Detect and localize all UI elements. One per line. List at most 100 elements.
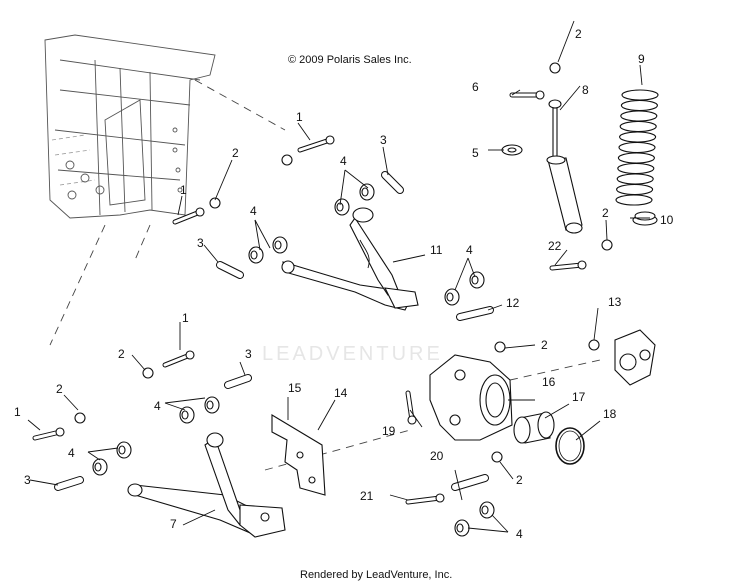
callout-4: 4 [516, 527, 523, 541]
callout-3: 3 [24, 473, 31, 487]
leader-line [639, 64, 643, 86]
snap-ring [555, 427, 585, 465]
leader-line [182, 509, 216, 526]
bolt-head [577, 260, 587, 270]
leader-line [575, 420, 601, 441]
sleeve-body [382, 172, 403, 193]
leader-line [409, 409, 423, 428]
vehicle-frame [44, 34, 216, 219]
washer-hole [507, 147, 517, 153]
nut [491, 451, 503, 463]
bushing-bore [471, 275, 479, 285]
bushing-bore [481, 505, 489, 515]
leader-line [254, 219, 261, 251]
bushing-bore [361, 187, 369, 197]
leader-line [504, 344, 536, 349]
bushing-bore [181, 410, 189, 420]
nut [549, 62, 561, 74]
nut [281, 154, 293, 166]
assembly-guide-lines [49, 79, 601, 471]
bushing-bore [456, 523, 464, 533]
leader-line [499, 461, 514, 480]
callout-20: 20 [430, 449, 444, 463]
bolt-head [55, 427, 65, 437]
nut [142, 367, 154, 379]
spring-coil [619, 120, 657, 133]
leader-line [382, 146, 389, 176]
callout-17: 17 [572, 390, 586, 404]
bolt-head [407, 415, 417, 425]
callout-21: 21 [360, 489, 374, 503]
leader-line [87, 451, 101, 461]
callout-1: 1 [14, 405, 21, 419]
callout-16: 16 [542, 375, 556, 389]
callout-15: 15 [288, 381, 302, 395]
hardware-group [32, 62, 613, 537]
nut [209, 197, 221, 209]
callout-14: 14 [334, 386, 348, 400]
bushing-bore [94, 462, 102, 472]
leader-line [389, 494, 409, 501]
callout-8: 8 [582, 83, 589, 97]
callout-2: 2 [516, 473, 523, 487]
nut [494, 341, 506, 353]
sleeve-body [217, 262, 243, 278]
bushing-bore [206, 400, 214, 410]
sleeve-body [457, 307, 493, 320]
leader-line [593, 307, 599, 341]
leader-line [467, 257, 476, 278]
leader-lines [27, 20, 650, 533]
callout-19: 19 [382, 424, 396, 438]
shock-absorber [546, 99, 583, 234]
copyright-text: © 2009 Polaris Sales Inc. [288, 54, 412, 66]
bearing [513, 411, 555, 444]
leader-line [605, 219, 608, 241]
bolt-head [435, 493, 445, 503]
bushing-bore [274, 240, 282, 250]
leader-line [557, 20, 575, 63]
skid-plate [271, 414, 326, 496]
callout-4: 4 [68, 446, 75, 460]
coil-spring [615, 89, 659, 206]
leader-line [131, 354, 146, 371]
leader-line [487, 304, 503, 311]
leader-line [29, 479, 59, 486]
leader-line [392, 254, 426, 263]
leader-line [164, 397, 206, 404]
leader-line [27, 419, 41, 431]
callout-4: 4 [250, 204, 257, 218]
callout-4: 4 [466, 243, 473, 257]
leader-line [177, 195, 183, 216]
callout-2: 2 [118, 347, 125, 361]
bolt-head [185, 350, 195, 360]
callout-4: 4 [154, 399, 161, 413]
lower-a-arm [127, 432, 286, 538]
spring-coil [619, 131, 657, 143]
callout-1: 1 [180, 183, 187, 197]
spring-coil [616, 183, 654, 196]
bolt-shank [298, 138, 332, 152]
upper-a-arm [281, 207, 419, 311]
leader-line [454, 469, 463, 501]
callout-11: 11 [430, 243, 443, 257]
leader-line [339, 169, 346, 206]
callout-10: 10 [660, 213, 674, 227]
knuckle [429, 354, 513, 441]
bushing-bore [250, 250, 258, 260]
callout-3: 3 [380, 133, 387, 147]
leader-line [214, 159, 233, 201]
spring-coil [617, 162, 655, 175]
callout-3: 3 [197, 236, 204, 250]
spring-coil [618, 141, 656, 154]
spring-coil [616, 173, 654, 185]
nut [74, 412, 86, 424]
leader-line [254, 219, 271, 249]
leader-line [554, 249, 568, 266]
spring-coil [621, 89, 659, 101]
leader-line [203, 244, 219, 263]
callout-7: 7 [170, 517, 177, 531]
callout-2: 2 [541, 338, 548, 352]
